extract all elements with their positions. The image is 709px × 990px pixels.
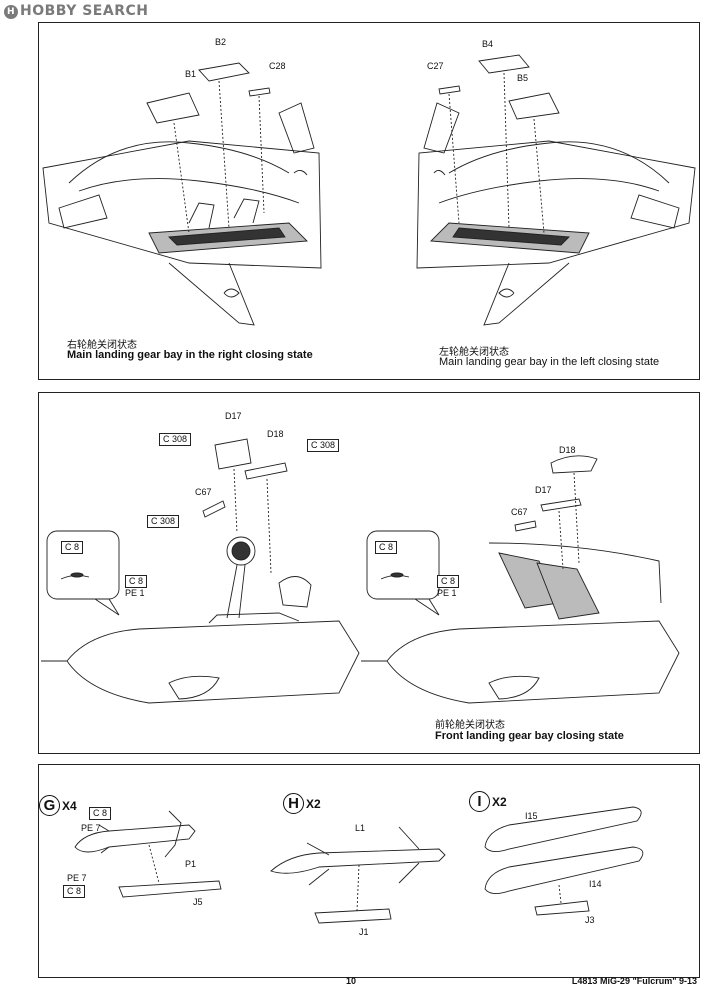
part-label-b1: B1 bbox=[185, 69, 197, 79]
part-label-i15: I15 bbox=[525, 811, 538, 821]
part-label-b5: B5 bbox=[517, 73, 529, 83]
part-label-c8-right: C 8 bbox=[437, 575, 460, 588]
part-label-c8-g-top: C 8 bbox=[89, 807, 112, 820]
step-g-qty: X4 bbox=[62, 799, 77, 813]
step-h-letter: H bbox=[283, 793, 304, 814]
part-label-c8-callout-right: C 8 bbox=[375, 541, 398, 554]
caption-right-closing-en: Main landing gear bay in the right closi… bbox=[67, 349, 313, 361]
caption-left-closing-cn: 左轮舱关闭状态 bbox=[439, 347, 509, 358]
part-label-c308-b: C 308 bbox=[307, 439, 340, 452]
part-label-c8-callout-left: C 8 bbox=[61, 541, 84, 554]
kit-reference: L4813 MiG-29 "Fulcrum" 9-13 bbox=[571, 976, 697, 986]
part-label-c308-c: C 308 bbox=[147, 515, 180, 528]
front-gear-bay-drawing bbox=[41, 438, 680, 704]
part-label-j3: J3 bbox=[585, 915, 595, 925]
part-label-c67: C67 bbox=[195, 487, 212, 497]
part-label-p1: P1 bbox=[185, 859, 197, 869]
part-label-c27: C27 bbox=[427, 61, 444, 71]
step-g-letter: G bbox=[39, 795, 60, 816]
part-label-c67-right: C67 bbox=[511, 507, 528, 517]
caption-front-closing-en: Front landing gear bay closing state bbox=[435, 730, 624, 742]
part-label-d17-right: D17 bbox=[535, 485, 552, 495]
step-h-qty: X2 bbox=[306, 797, 321, 811]
part-label-pe1-left: PE 1 bbox=[125, 588, 145, 598]
panel-front-gear-bay: D17 C 308 D18 C 308 C67 C 308 C 8 C 8 PE… bbox=[38, 392, 700, 754]
part-label-d18: D18 bbox=[267, 429, 284, 439]
page-number: 10 bbox=[346, 976, 357, 986]
part-label-d18-right: D18 bbox=[559, 445, 576, 455]
missiles-drawing bbox=[74, 806, 644, 924]
part-label-b2: B2 bbox=[215, 37, 227, 47]
main-gear-bay-drawing bbox=[42, 54, 696, 326]
caption-right-closing-cn: 右轮舱关闭状态 bbox=[67, 340, 137, 351]
part-label-pe1-right: PE 1 bbox=[437, 588, 457, 598]
watermark-text: HOBBY SEARCH bbox=[20, 3, 149, 19]
part-label-j1: J1 bbox=[359, 927, 369, 937]
hobby-search-logo-icon: H bbox=[4, 5, 18, 19]
part-label-d17: D17 bbox=[225, 411, 242, 421]
part-label-pe7-bottom: PE 7 bbox=[67, 873, 87, 883]
part-label-c8-g-bottom: C 8 bbox=[63, 885, 86, 898]
caption-left-closing-en: Main landing gear bay in the left closin… bbox=[439, 356, 660, 368]
panel-main-gear-bay: B2 B1 C28 B4 C27 B5 右轮舱关闭状态 Main landing… bbox=[38, 22, 700, 380]
part-label-c8-left: C 8 bbox=[125, 575, 148, 588]
part-label-c308-a: C 308 bbox=[159, 433, 192, 446]
part-label-i14: I14 bbox=[589, 879, 602, 889]
step-i-letter: I bbox=[469, 791, 490, 812]
part-label-c28: C28 bbox=[269, 61, 286, 71]
caption-front-closing-cn: 前轮舱关闭状态 bbox=[435, 720, 505, 731]
step-i-qty: X2 bbox=[492, 795, 507, 809]
part-label-pe7-top: PE 7 bbox=[81, 823, 101, 833]
part-label-b4: B4 bbox=[482, 39, 494, 49]
part-label-j5: J5 bbox=[193, 897, 203, 907]
part-label-l1: L1 bbox=[355, 823, 366, 833]
